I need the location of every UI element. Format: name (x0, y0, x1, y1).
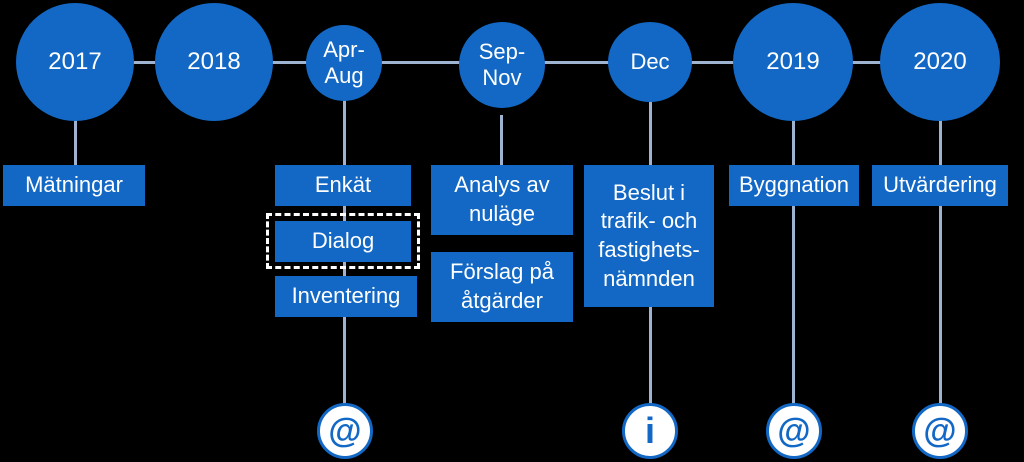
at-sign-icon: @ (766, 403, 822, 459)
period-circle-sep-nov: Sep- Nov (459, 22, 545, 108)
connector-2019 (792, 120, 795, 405)
period-circle-apr-aug: Apr- Aug (306, 25, 382, 101)
period-circle-2020: 2020 (880, 3, 1000, 121)
period-circle-2017: 2017 (16, 3, 134, 121)
period-circle-2018: 2018 (155, 3, 273, 121)
period-circle-dec: Dec (608, 22, 692, 102)
activity-box: Inventering (275, 276, 417, 317)
activity-box: Utvärdering (872, 165, 1008, 206)
activity-box: Analys av nuläge (431, 165, 573, 235)
activity-box: Mätningar (3, 165, 145, 206)
period-circle-2019: 2019 (733, 3, 853, 121)
activity-box: Enkät (275, 165, 411, 206)
connector-sep-nov (500, 115, 503, 165)
activity-box: Beslut i trafik- och fastighets- nämnden (584, 165, 714, 307)
at-sign-icon: @ (317, 403, 373, 459)
info-icon: i (622, 403, 678, 459)
activity-box-highlighted: Dialog (275, 221, 411, 262)
activity-box: Förslag på åtgärder (431, 252, 573, 322)
at-sign-icon: @ (912, 403, 968, 459)
connector-2017 (74, 120, 77, 165)
connector-2020 (939, 120, 942, 405)
activity-box: Byggnation (729, 165, 859, 206)
highlight-frame (266, 213, 420, 269)
